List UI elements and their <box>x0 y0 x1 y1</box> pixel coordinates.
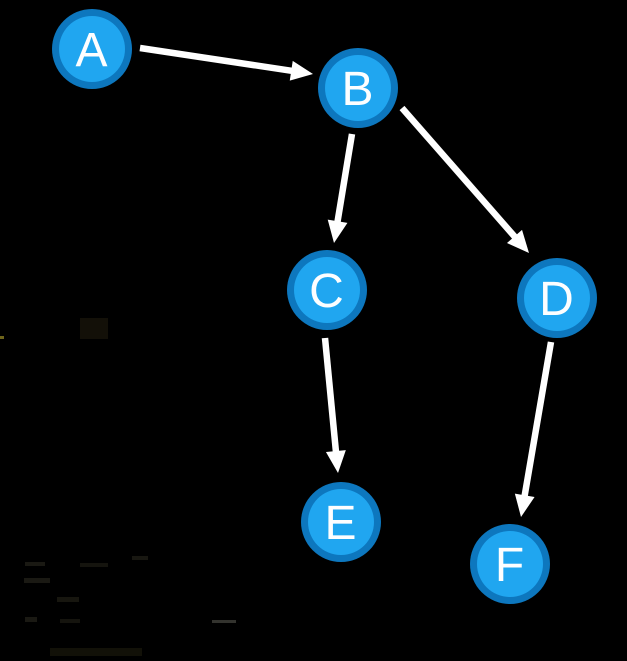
node-layer: A B C D E F <box>52 9 597 604</box>
edge-C-E <box>321 337 346 473</box>
edge-line <box>139 44 301 76</box>
node-inner-circle <box>524 265 590 331</box>
node-E[interactable]: E <box>301 482 381 562</box>
edge-line <box>332 133 356 231</box>
smudge-artifact <box>212 620 236 623</box>
node-F[interactable]: F <box>470 524 550 604</box>
node-label: E <box>324 497 357 550</box>
edge-layer <box>139 44 555 517</box>
node-A[interactable]: A <box>52 9 132 89</box>
arrowhead-icon <box>289 60 313 81</box>
node-label: A <box>75 24 108 77</box>
edge-D-F <box>514 341 555 517</box>
arrowhead-icon <box>327 219 348 243</box>
node-label: B <box>341 63 374 116</box>
smudge-artifact <box>0 336 4 339</box>
smudge-artifact <box>80 563 108 567</box>
edge-line <box>321 337 340 461</box>
edge-A-B <box>139 44 313 81</box>
node-inner-circle <box>325 55 391 121</box>
smudge-artifact <box>60 619 80 623</box>
edge-line <box>399 105 523 246</box>
edge-B-C <box>327 133 356 243</box>
node-B[interactable]: B <box>318 48 398 128</box>
smudge-artifact <box>132 556 148 560</box>
smudge-artifact <box>25 562 45 566</box>
arrowhead-icon <box>514 493 535 517</box>
node-D[interactable]: D <box>517 258 597 338</box>
node-label: F <box>495 539 525 592</box>
node-C[interactable]: C <box>287 250 367 330</box>
smudge-artifact <box>24 578 50 583</box>
smudge-artifact <box>50 648 142 656</box>
node-inner-circle <box>294 257 360 323</box>
smudge-artifact <box>57 597 79 602</box>
artifact-layer <box>0 318 236 656</box>
node-inner-circle <box>308 489 374 555</box>
smudge-artifact <box>25 617 37 622</box>
node-inner-circle <box>477 531 543 597</box>
node-label: C <box>309 265 345 318</box>
smudge-artifact <box>80 318 108 339</box>
arrowhead-icon <box>325 450 346 473</box>
edge-B-D <box>399 105 529 253</box>
node-label: D <box>539 273 575 326</box>
node-inner-circle <box>59 16 125 82</box>
arrowhead-icon <box>506 229 529 253</box>
edge-line <box>520 341 555 505</box>
